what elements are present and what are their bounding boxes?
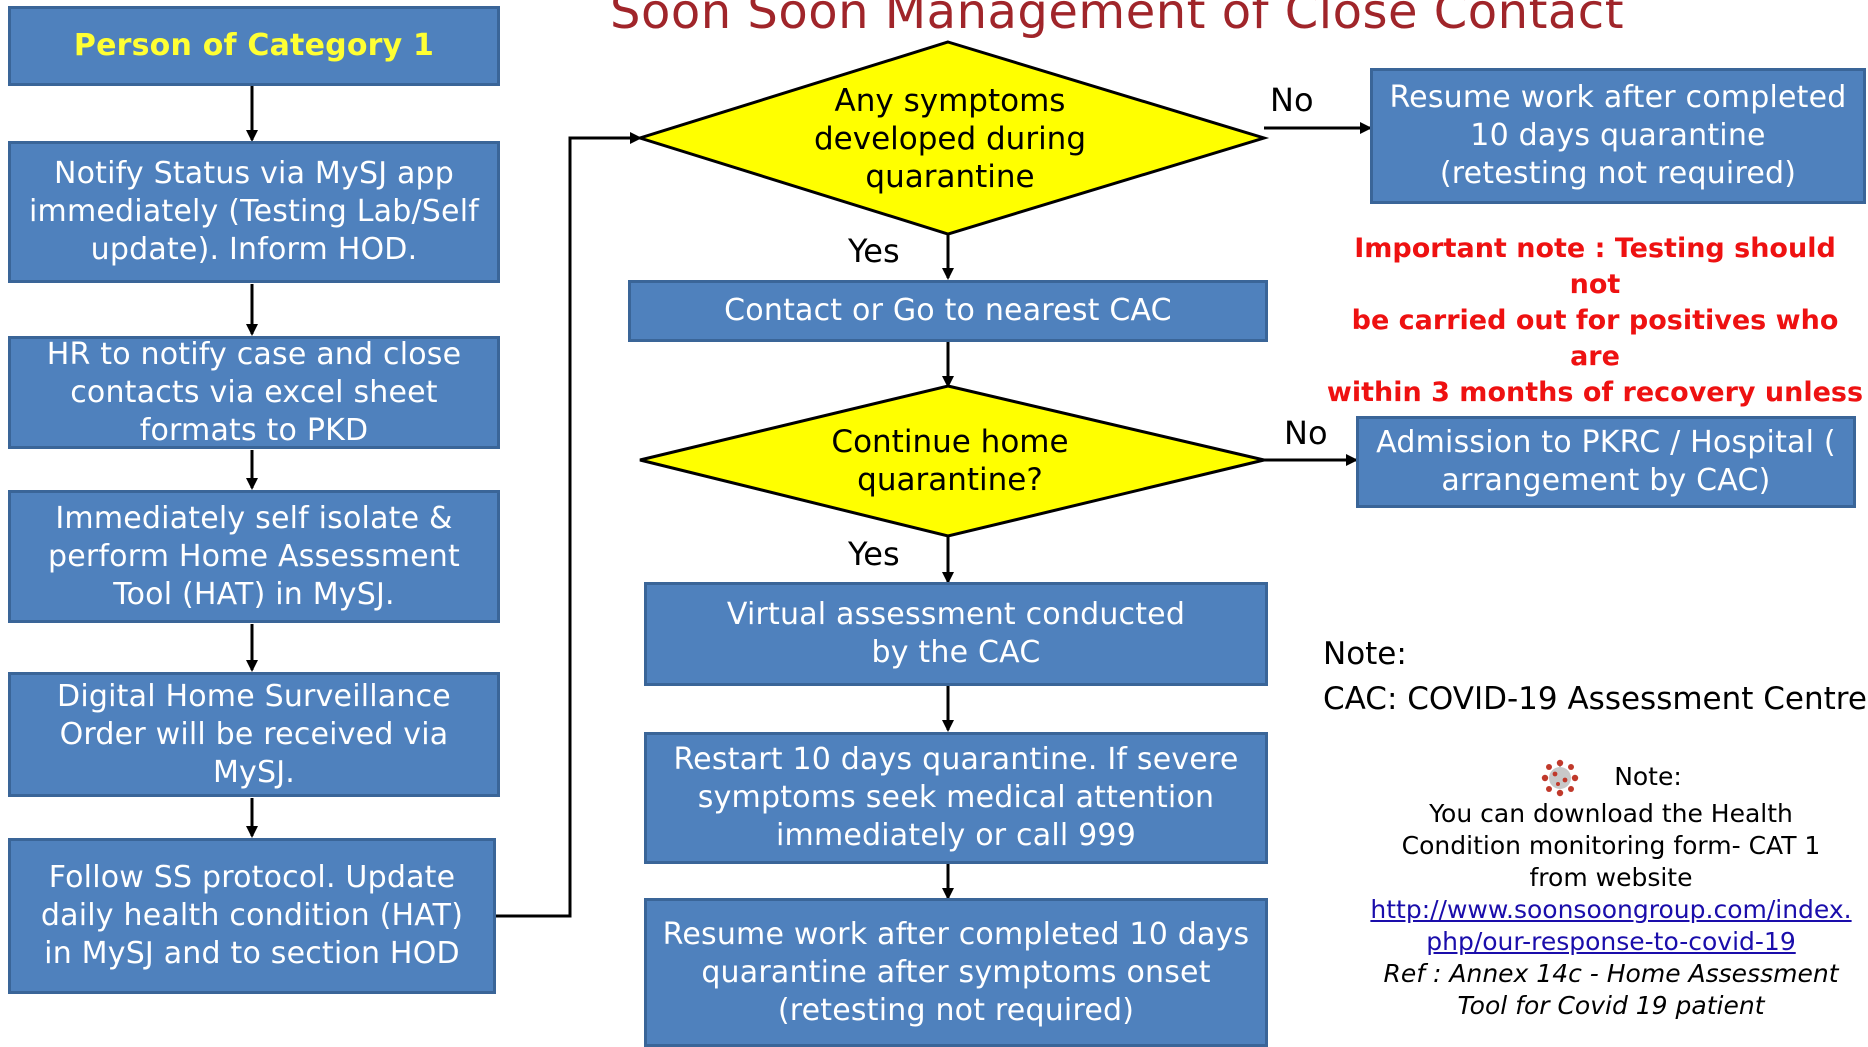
decision2-yes-label: Yes (848, 535, 900, 573)
self-isolate-text: Immediately self isolate & perform Home … (47, 500, 460, 612)
download-note-line2: Condition monitoring form- CAT 1 (1401, 831, 1821, 860)
contact-cac-text: Contact or Go to nearest CAC (724, 293, 1172, 328)
notify-status-box: Notify Status via MySJ app immediately (… (8, 141, 500, 283)
virtual-assessment-box: Virtual assessment conducted by the CAC (644, 582, 1268, 686)
admission-box: Admission to PKRC / Hospital ( arrangeme… (1356, 416, 1856, 508)
note-heading: Note: (1323, 636, 1407, 672)
hr-notify-box: HR to notify case and close contacts via… (8, 336, 500, 449)
person-category-box: Person of Category 1 (8, 6, 500, 86)
contact-cac-box: Contact or Go to nearest CAC (628, 280, 1268, 342)
decision1-yes-label: Yes (848, 232, 900, 270)
resume-after-onset-text: Resume work after completed 10 days quar… (662, 916, 1250, 1028)
digital-order-box: Digital Home Surveillance Order will be … (8, 672, 500, 797)
note-cac-definition: CAC: COVID-19 Assessment Centre (1323, 681, 1867, 717)
decision1-label: Any symptoms developed during quarantine (813, 83, 1087, 195)
download-note-heading: Note: (1614, 762, 1682, 791)
person-category-label: Person of Category 1 (73, 28, 435, 63)
hr-notify-text: HR to notify case and close contacts via… (46, 336, 462, 448)
restart-quarantine-text: Restart 10 days quarantine. If severe sy… (673, 742, 1239, 853)
self-isolate-box: Immediately self isolate & perform Home … (8, 490, 500, 623)
download-note-heading-row: Note: (1366, 758, 1856, 798)
restart-quarantine-box: Restart 10 days quarantine. If severe sy… (644, 732, 1268, 864)
resume-no-symptoms-text: Resume work after completed 10 days quar… (1389, 80, 1847, 191)
arrow-follow-to-decision1 (496, 132, 642, 918)
admission-text: Admission to PKRC / Hospital ( arrangeme… (1376, 425, 1836, 498)
page-title: Soon Soon Management of Close Contact (610, 0, 1625, 40)
virtual-assessment-text: Virtual assessment conducted by the CAC (726, 597, 1186, 670)
important-note: Important note : Testing should not be c… (1326, 233, 1864, 444)
resume-after-onset-box: Resume work after completed 10 days quar… (644, 898, 1268, 1047)
decision2-no-label: No (1284, 414, 1328, 452)
website-link[interactable]: http://www.soonsoongroup.com/index.php/o… (1370, 895, 1852, 956)
digital-order-text: Digital Home Surveillance Order will be … (57, 678, 451, 790)
reference-note: Ref : Annex 14c - Home Assessment Tool f… (1383, 959, 1839, 1020)
follow-protocol-text: Follow SS protocol. Update daily health … (40, 860, 464, 971)
download-note: Note: You can download the Health Condit… (1366, 758, 1856, 1022)
virus-icon (1541, 759, 1579, 797)
download-note-line1: You can download the Health (1429, 799, 1793, 828)
resume-no-symptoms-box: Resume work after completed 10 days quar… (1370, 68, 1866, 204)
download-note-line3: from website (1529, 863, 1693, 892)
decision2-label: Continue home quarantine? (831, 424, 1069, 498)
notify-status-text: Notify Status via MySJ app immediately (… (29, 156, 479, 267)
follow-protocol-box: Follow SS protocol. Update daily health … (8, 838, 496, 994)
decision1-no-label: No (1270, 81, 1314, 119)
